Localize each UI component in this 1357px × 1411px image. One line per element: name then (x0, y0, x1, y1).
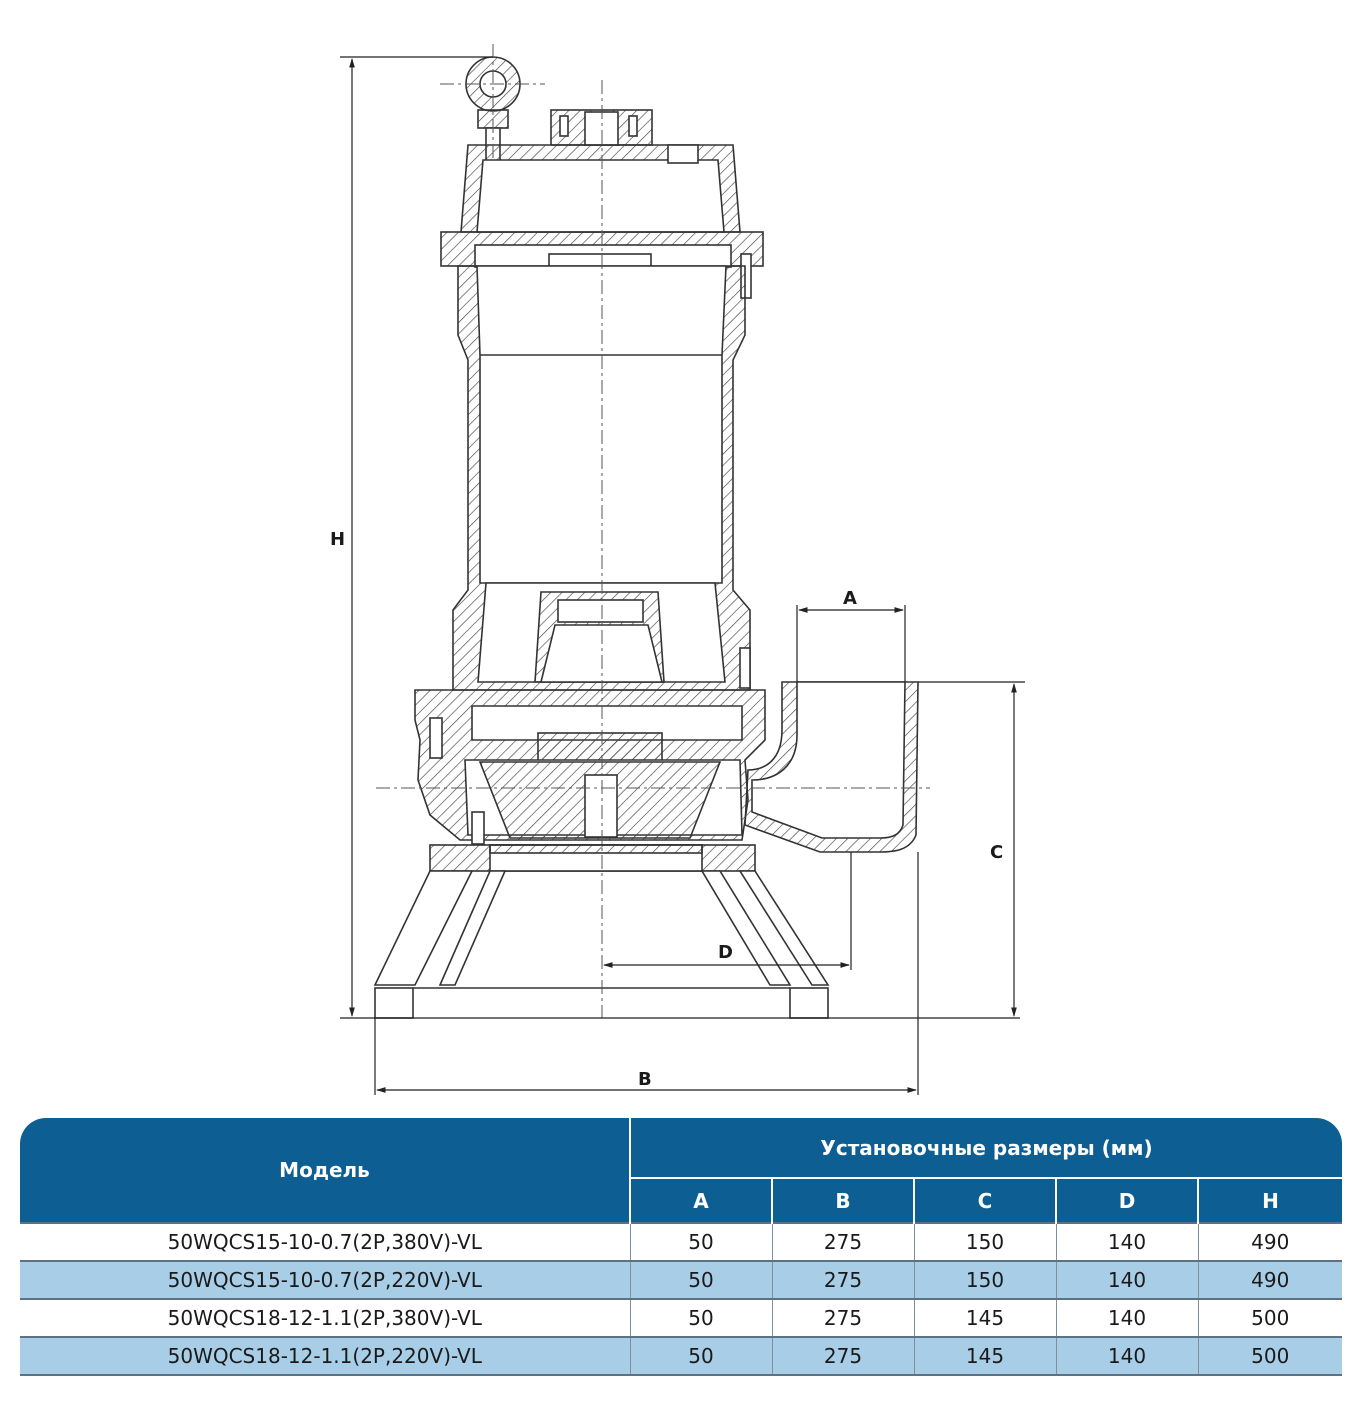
column-header-d: D (1055, 1178, 1198, 1223)
value-cell: 50 (629, 1222, 772, 1262)
column-header-h: H (1196, 1178, 1343, 1223)
value-cell: 500 (1197, 1299, 1343, 1338)
model-cell: 50WQCS15-10-0.7(2P,220V)-VL (20, 1261, 630, 1300)
dimension-lines (340, 56, 1025, 1095)
value-cell: 150 (913, 1261, 1056, 1300)
pump-housing (414, 689, 766, 845)
table-row: 50WQCS18-12-1.1(2P,380V)-VL 50 275 145 1… (20, 1299, 1343, 1338)
model-cell: 50WQCS18-12-1.1(2P,380V)-VL (20, 1299, 630, 1338)
dimension-label-c: C (990, 842, 1003, 863)
value-cell: 50 (629, 1261, 772, 1300)
dimension-label-b: B (638, 1069, 652, 1090)
value-cell: 150 (913, 1222, 1056, 1262)
motor-body (452, 265, 751, 691)
dimension-label-a: A (843, 588, 857, 609)
stand-legs (373, 870, 830, 1019)
value-cell: 145 (913, 1299, 1056, 1338)
value-cell: 140 (1055, 1337, 1198, 1376)
column-header-c: C (913, 1178, 1056, 1223)
base-plate (429, 844, 756, 872)
table-row: 50WQCS15-10-0.7(2P,380V)-VL 50 275 150 1… (20, 1222, 1343, 1262)
column-header-b: B (771, 1178, 914, 1223)
value-cell: 275 (771, 1337, 914, 1376)
model-cell: 50WQCS15-10-0.7(2P,380V)-VL (20, 1222, 630, 1262)
value-cell: 140 (1055, 1299, 1198, 1338)
value-cell: 140 (1055, 1222, 1198, 1262)
table-row: 50WQCS15-10-0.7(2P,220V)-VL 50 275 150 1… (20, 1261, 1343, 1300)
value-cell: 145 (913, 1337, 1056, 1376)
model-cell: 50WQCS18-12-1.1(2P,220V)-VL (20, 1337, 630, 1376)
discharge-outlet (744, 681, 919, 853)
value-cell: 490 (1197, 1261, 1343, 1300)
value-cell: 275 (771, 1299, 914, 1338)
centerlines (376, 44, 930, 1018)
install-dimensions-header: Установочные размеры (мм) (630, 1118, 1343, 1179)
dimension-label-h: H (330, 529, 345, 550)
dimension-label-d: D (718, 942, 733, 963)
value-cell: 140 (1055, 1261, 1198, 1300)
value-cell: 275 (771, 1261, 914, 1300)
value-cell: 50 (629, 1299, 772, 1338)
column-header-a: A (630, 1178, 772, 1223)
value-cell: 490 (1197, 1222, 1343, 1262)
model-header: Модель (20, 1118, 631, 1223)
table-row: 50WQCS18-12-1.1(2P,220V)-VL 50 275 145 1… (20, 1337, 1343, 1376)
dimensions-table: Модель Установочные размеры (мм) A B C D… (20, 1118, 1343, 1376)
value-cell: 50 (629, 1337, 772, 1376)
pump-drawing: H A C D B (330, 44, 1025, 1095)
value-cell: 500 (1197, 1337, 1343, 1376)
value-cell: 275 (771, 1222, 914, 1262)
